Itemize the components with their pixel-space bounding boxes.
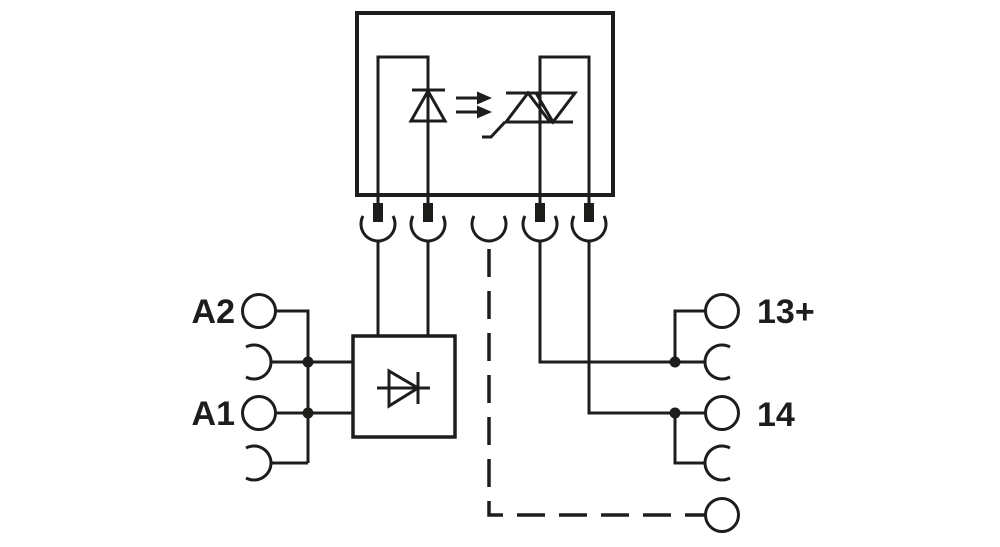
socket-contact-icon [409,215,447,243]
junction-dot [302,407,314,419]
diode-triangle [387,368,421,409]
plug-pin-icon [423,203,433,222]
wire [673,309,706,362]
triac-left-triangle [502,90,554,124]
plug-contact-row [359,195,608,243]
output-circuit [538,241,740,482]
junction-dot [302,356,314,368]
plug-contact-empty [470,215,508,243]
socket-contact-icon [703,343,731,381]
led-loop-wire [376,55,430,195]
junction-dot [669,407,681,419]
plug-contact [570,195,608,243]
triac-icon [482,90,579,139]
triac-gate [482,120,507,139]
optocoupler-block-outline [355,11,615,197]
plug-pin-icon [584,203,594,222]
socket-contact-icon [570,215,608,243]
junction-dot [669,356,681,368]
dashed-link [487,249,740,533]
terminal-circle-a2 [241,293,277,329]
socket-contact-icon [359,215,397,243]
label-14: 14 [757,396,795,434]
triac-loop-wire [538,55,591,195]
plug-contact [521,195,559,243]
light-arrows-icon [456,91,492,119]
label-13: 13+ [757,293,815,331]
triac-right-triangle [533,91,579,125]
socket-contact-icon [521,215,559,243]
wire [538,241,705,364]
terminal-circle-13 [704,293,740,329]
led-diode-icon [408,87,448,123]
plug-contact [409,195,447,243]
wire [276,309,310,362]
terminal-circle-14 [704,395,740,431]
terminal-labels: A2 A1 13+ 14 [192,293,815,434]
wire [673,413,705,465]
plug-pin-icon [373,203,383,222]
input-circuit [241,241,457,482]
optocoupler-block [355,11,615,197]
socket-contact-icon [703,444,731,482]
plug-pin-icon [535,203,545,222]
terminal-circle-unlabeled [704,497,740,533]
label-a2: A2 [192,293,235,331]
wire [587,241,706,415]
terminal-circle-a1 [241,395,277,431]
input-module-box [351,334,457,439]
label-a1: A1 [192,395,235,433]
led-triangle [408,87,448,123]
socket-contact-icon [245,444,273,482]
dashed-wire [487,249,705,517]
plug-contact [359,195,397,243]
diode-icon [377,368,430,409]
socket-contact-icon [245,343,273,381]
socket-contact-icon [470,215,508,243]
